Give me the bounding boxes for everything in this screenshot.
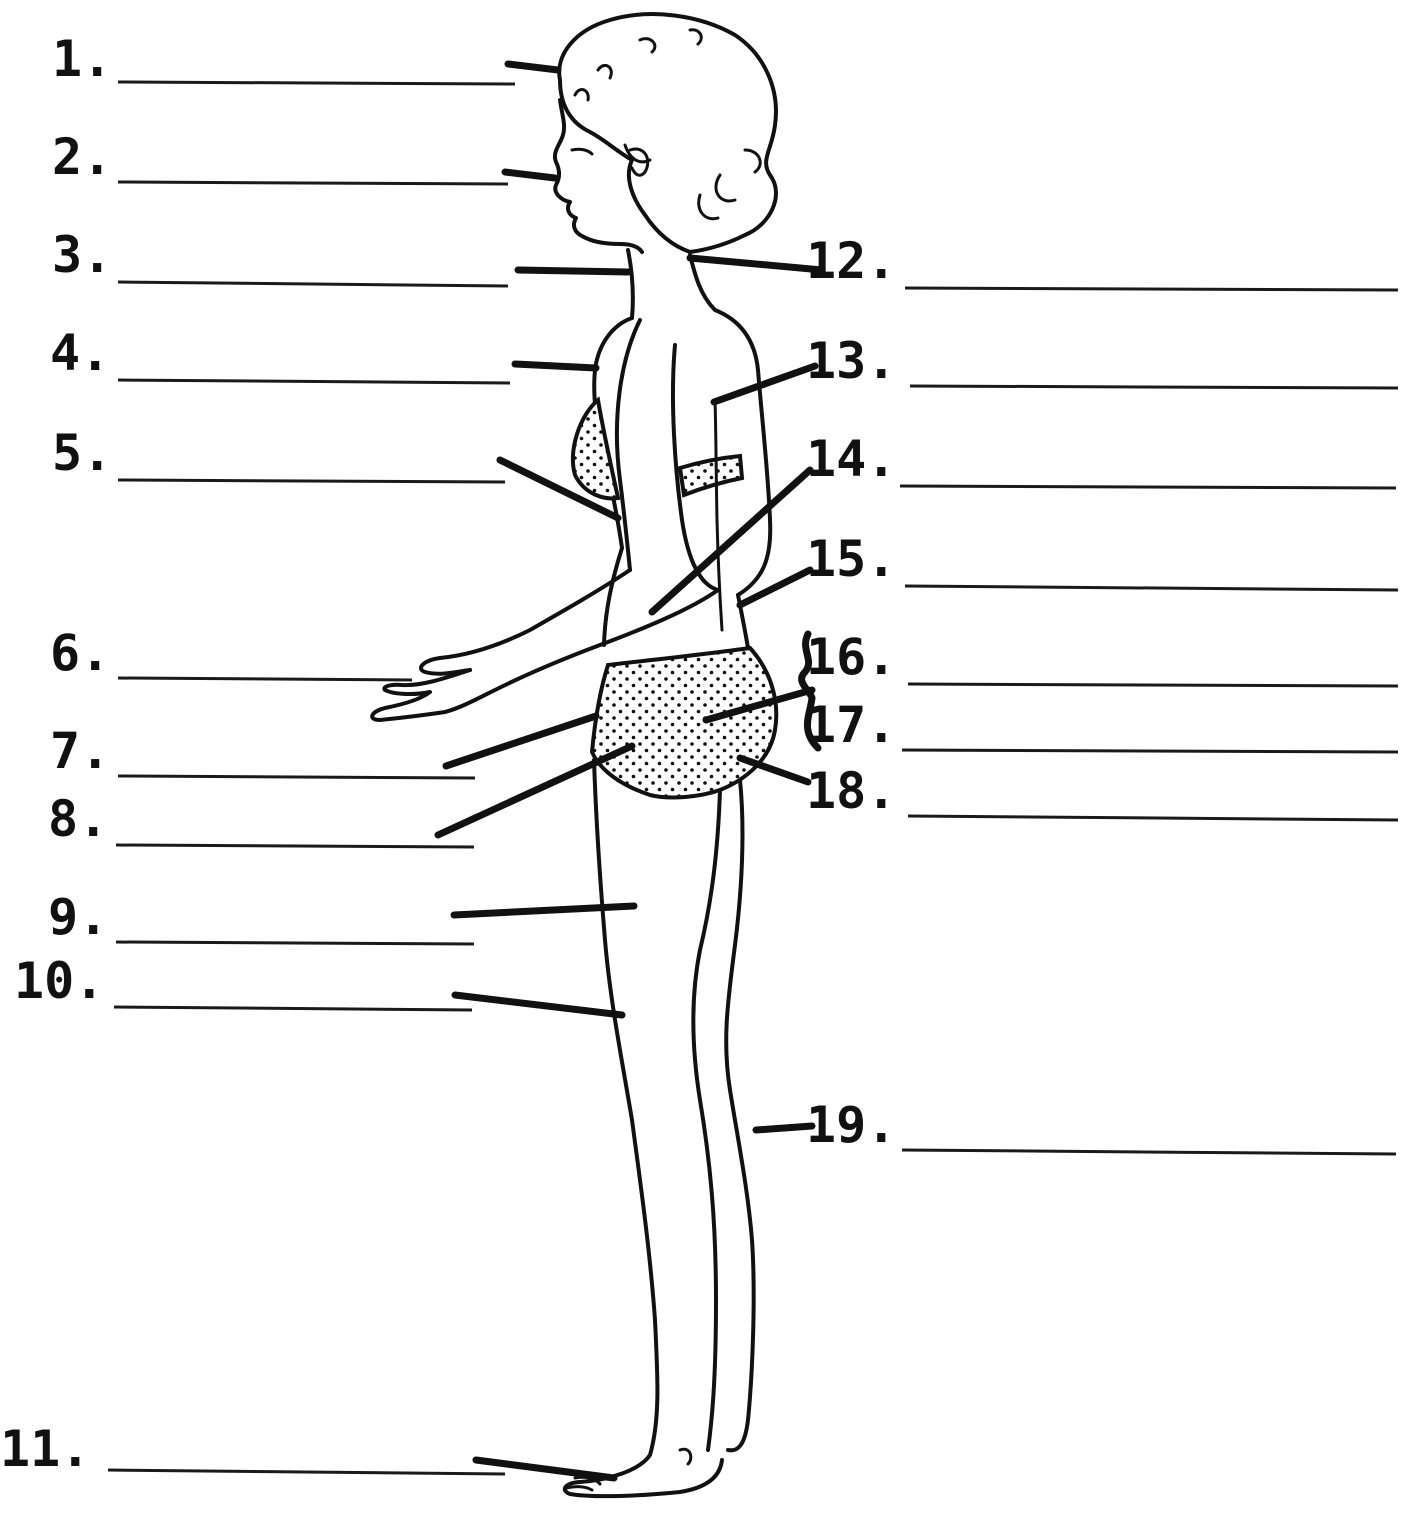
label-18: 18. [806,762,896,820]
label-14: 14. [806,430,896,488]
answer-line-13[interactable] [910,386,1398,388]
answer-line-7[interactable] [118,776,475,778]
neck-front [628,250,633,318]
label-4: 4. [50,324,110,382]
answer-line-4[interactable] [118,380,510,383]
answer-line-17[interactable] [902,750,1398,752]
leg-inner-line [693,790,720,1450]
leader-12 [690,258,822,270]
hand [372,670,470,720]
label-7: 7. [50,722,110,780]
briefs [592,648,776,797]
answer-line-9[interactable] [116,942,474,944]
right-labels: 12. 13. 14. 15. 16. 17. 18. 19. [806,232,1398,1154]
human-figure-drawing [372,14,776,1496]
leader-1 [508,64,558,70]
label-6: 6. [50,624,110,682]
leader-9 [454,906,634,915]
leg-back-outline [726,780,753,1450]
answer-line-5[interactable] [118,480,505,482]
leader-19 [756,1126,812,1130]
answer-line-14[interactable] [900,486,1396,488]
leader-7 [446,716,596,766]
leader-4 [515,364,596,368]
bra-cup [573,400,618,498]
hair-outline [559,14,776,252]
label-11: 11. [0,1420,90,1478]
leader-13 [714,366,815,402]
bra-band [680,456,742,495]
label-19: 19. [806,1096,896,1154]
answer-line-10[interactable] [114,1007,472,1010]
answer-line-11[interactable] [108,1470,505,1474]
leader-10 [455,995,622,1015]
answer-line-2[interactable] [118,182,508,184]
hair-curls [575,30,760,219]
front-abdomen [604,548,622,645]
answer-line-8[interactable] [116,845,474,847]
label-8: 8. [48,790,108,848]
forearm [421,570,630,674]
label-3: 3. [52,226,112,284]
label-12: 12. [806,232,896,290]
label-9: 9. [48,888,108,946]
answer-line-1[interactable] [118,82,515,84]
label-13: 13. [806,332,896,390]
answer-line-6[interactable] [118,678,412,680]
answer-line-16[interactable] [908,684,1398,686]
ankle-bone [680,1449,691,1464]
left-labels: 1. 2. 3. 4. 5. 6. 7. 8. 9. 10. 11. [0,30,515,1478]
answer-line-12[interactable] [905,288,1398,290]
label-5: 5. [52,424,112,482]
label-16: 16. [806,628,896,686]
leader-14 [652,470,810,612]
eye [572,149,592,154]
label-17: 17. [806,696,896,754]
label-10: 10. [14,952,104,1010]
spine-line [715,400,722,630]
answer-line-18[interactable] [908,816,1398,820]
answer-line-3[interactable] [118,282,508,286]
answer-line-19[interactable] [902,1150,1396,1154]
label-1: 1. [52,30,112,88]
leader-3 [518,270,628,272]
leg-front-outline [565,760,722,1496]
answer-line-15[interactable] [905,586,1398,590]
label-15: 15. [806,530,896,588]
label-2: 2. [52,128,112,186]
leader-2 [505,172,555,178]
